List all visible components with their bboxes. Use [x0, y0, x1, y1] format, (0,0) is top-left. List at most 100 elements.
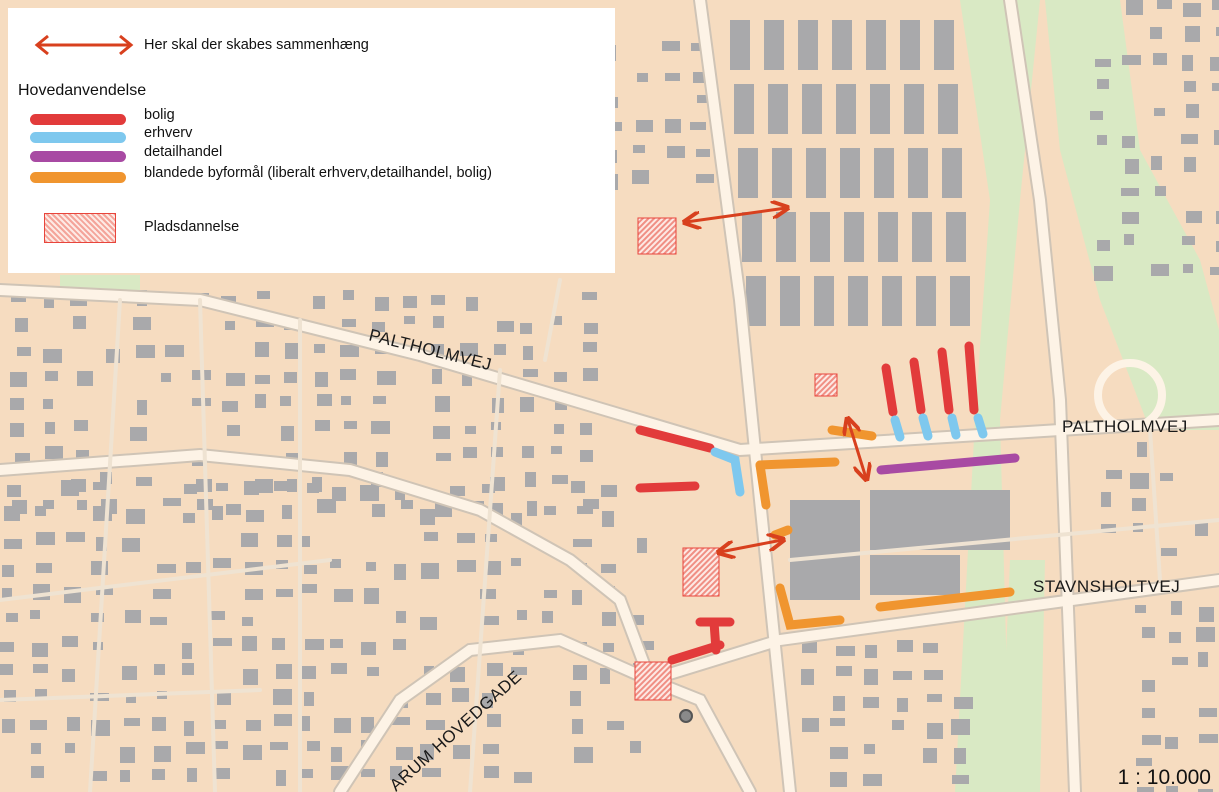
building — [916, 276, 936, 326]
building — [1183, 264, 1193, 273]
building — [133, 317, 151, 330]
building — [482, 693, 493, 708]
building — [864, 669, 878, 685]
building — [276, 664, 292, 679]
legend-section-title: Hovedanvendelse — [18, 82, 147, 99]
building — [866, 20, 886, 70]
building — [372, 322, 385, 332]
building — [1125, 159, 1139, 174]
building — [572, 719, 583, 734]
building — [1199, 708, 1217, 717]
building — [217, 692, 231, 705]
building — [77, 371, 93, 386]
building — [497, 321, 514, 332]
building — [255, 342, 269, 357]
building — [6, 613, 18, 622]
double-arrow-icon — [34, 34, 134, 56]
building — [1160, 473, 1173, 481]
building — [544, 506, 556, 515]
building — [30, 610, 40, 619]
building — [257, 291, 270, 299]
building — [1101, 492, 1111, 507]
building — [125, 610, 141, 623]
building — [2, 588, 12, 600]
building — [927, 723, 943, 739]
plads-areas — [634, 217, 838, 701]
building — [697, 95, 715, 103]
building — [1186, 211, 1202, 223]
building — [243, 745, 262, 760]
building — [43, 500, 54, 509]
building — [1165, 737, 1178, 749]
building — [226, 373, 245, 386]
building — [520, 397, 534, 412]
building — [45, 446, 63, 459]
building — [213, 638, 232, 646]
building — [573, 539, 592, 547]
building — [313, 296, 325, 309]
building — [136, 345, 155, 358]
usage-lines — [635, 341, 1020, 665]
building — [1097, 79, 1109, 89]
building — [580, 423, 592, 435]
legend-label-erhverv: erhverv — [144, 125, 193, 141]
building — [364, 588, 379, 604]
building — [923, 643, 938, 653]
building — [35, 689, 47, 697]
building — [934, 20, 954, 70]
building — [1121, 188, 1139, 196]
building — [514, 772, 532, 783]
building — [738, 148, 758, 198]
building — [1132, 498, 1146, 511]
building — [67, 717, 80, 731]
erhverv-lines — [710, 413, 988, 497]
building — [1166, 786, 1178, 792]
building — [780, 276, 800, 326]
building — [830, 747, 848, 759]
building — [1142, 735, 1161, 745]
building — [392, 717, 410, 725]
building — [1198, 789, 1213, 792]
bolig-lines — [635, 341, 979, 665]
building — [44, 293, 54, 308]
building — [691, 43, 703, 51]
building — [426, 693, 441, 705]
building — [1182, 55, 1193, 71]
legend-swatch-bolig — [30, 114, 126, 125]
building — [950, 276, 970, 326]
building — [734, 84, 754, 134]
building — [332, 487, 346, 501]
building — [31, 743, 41, 754]
building — [1151, 264, 1169, 276]
building — [154, 746, 171, 762]
building — [315, 372, 328, 387]
building — [420, 617, 437, 630]
building — [492, 503, 503, 518]
building — [62, 669, 75, 682]
building — [31, 766, 44, 778]
building — [10, 372, 27, 387]
building — [305, 639, 324, 650]
building — [274, 714, 292, 726]
building — [1183, 3, 1201, 17]
building — [421, 563, 439, 579]
building — [270, 742, 288, 750]
building — [10, 398, 24, 410]
building — [453, 745, 470, 759]
building — [1210, 267, 1219, 275]
building — [542, 611, 553, 623]
building — [776, 212, 796, 262]
building — [245, 589, 263, 600]
building — [848, 276, 868, 326]
building — [487, 663, 503, 676]
building — [1122, 136, 1135, 148]
building — [946, 212, 966, 262]
building — [802, 718, 819, 732]
building — [870, 555, 960, 595]
building — [865, 645, 877, 658]
building — [91, 613, 104, 622]
building — [523, 369, 538, 377]
building — [840, 148, 860, 198]
building — [315, 420, 330, 431]
